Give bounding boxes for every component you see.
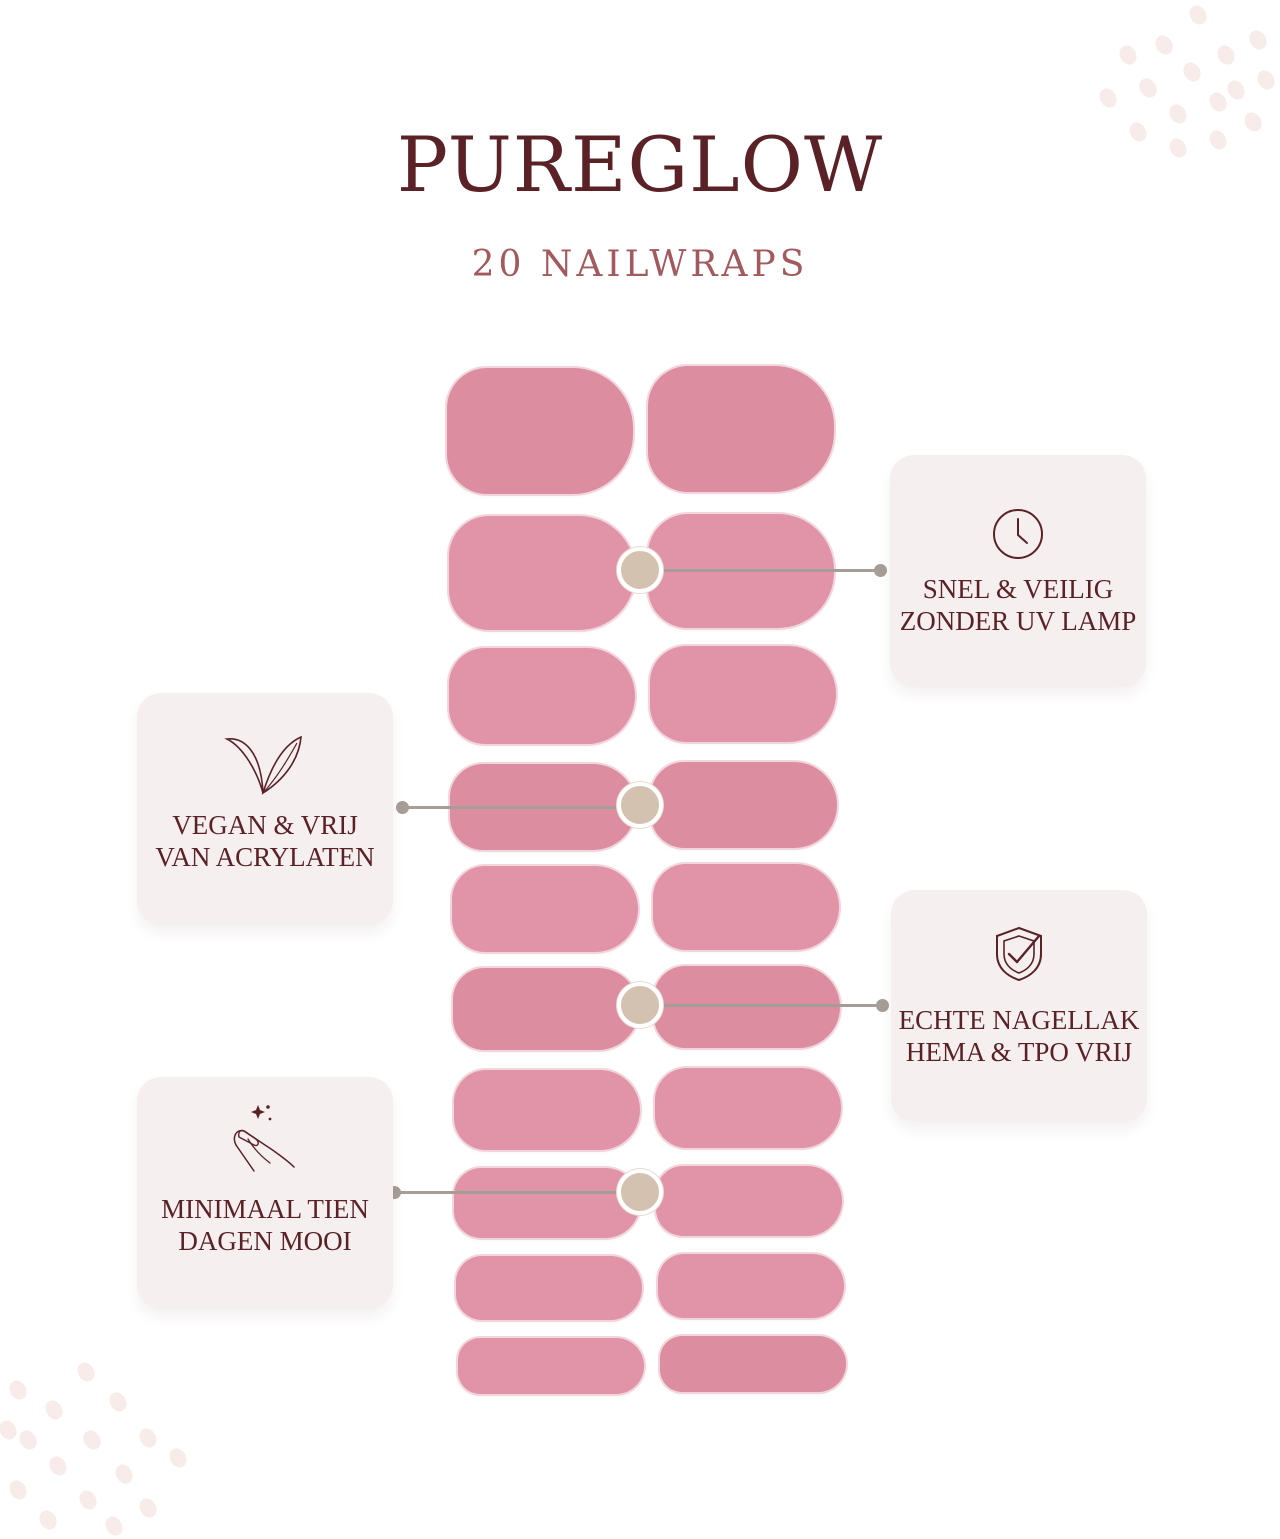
connector-line-speed <box>660 569 880 572</box>
nail-wrap <box>449 516 635 630</box>
nail-wrap <box>447 368 633 494</box>
product-subtitle: 20 NAILWRAPS <box>471 244 809 285</box>
feature-text-speed: SNEL & VEILIG ZONDER UV LAMP <box>899 574 1137 636</box>
nail-wrap <box>452 866 638 952</box>
nail-wrap <box>656 1166 842 1236</box>
feature-card-duration: MINIMAAL TIEN DAGEN MOOI <box>137 1077 393 1309</box>
clock-icon <box>890 507 1146 561</box>
nail-wrap <box>454 1168 640 1238</box>
connector-line-duration <box>394 1191 624 1194</box>
connector-line-polish <box>660 1004 880 1007</box>
connector-end-speed <box>874 564 887 577</box>
connector-end-polish <box>876 999 889 1012</box>
nail-wrap <box>648 366 834 492</box>
nail-wrap <box>651 762 837 848</box>
marker-duration <box>617 1169 663 1215</box>
marker-vegan <box>617 782 663 828</box>
nail-wrap <box>458 1338 644 1394</box>
nail-wrap <box>653 864 839 950</box>
nail-wrap <box>658 1254 844 1318</box>
marker-polish <box>617 982 663 1028</box>
nail-wrap <box>449 648 635 744</box>
leaf-icon <box>137 731 393 797</box>
nail-wrap <box>655 1068 841 1148</box>
nail-wrap <box>650 646 836 742</box>
connector-line-vegan <box>402 806 622 809</box>
shield-check-icon <box>891 924 1147 984</box>
feature-text-vegan: VEGAN & VRIJ VAN ACRYLATEN <box>155 810 375 872</box>
feature-card-speed: SNEL & VEILIG ZONDER UV LAMP <box>890 455 1146 687</box>
feature-card-vegan: VEGAN & VRIJ VAN ACRYLATEN <box>137 693 393 925</box>
feature-card-polish: ECHTE NAGELLAK HEMA & TPO VRIJ <box>891 890 1147 1122</box>
nail-wrap <box>660 1336 846 1392</box>
nail-wrap <box>456 1256 642 1320</box>
feature-text-duration: MINIMAAL TIEN DAGEN MOOI <box>161 1194 369 1256</box>
nail-wrap <box>453 968 639 1050</box>
brand-title: PUREGLOW <box>396 120 884 209</box>
feature-text-polish: ECHTE NAGELLAK HEMA & TPO VRIJ <box>898 1005 1140 1067</box>
sparkle-nail-icon <box>137 1101 393 1177</box>
nail-wrap <box>654 966 840 1048</box>
marker-speed <box>617 547 663 593</box>
nail-wrap <box>454 1070 640 1150</box>
connector-end-vegan <box>396 801 409 814</box>
